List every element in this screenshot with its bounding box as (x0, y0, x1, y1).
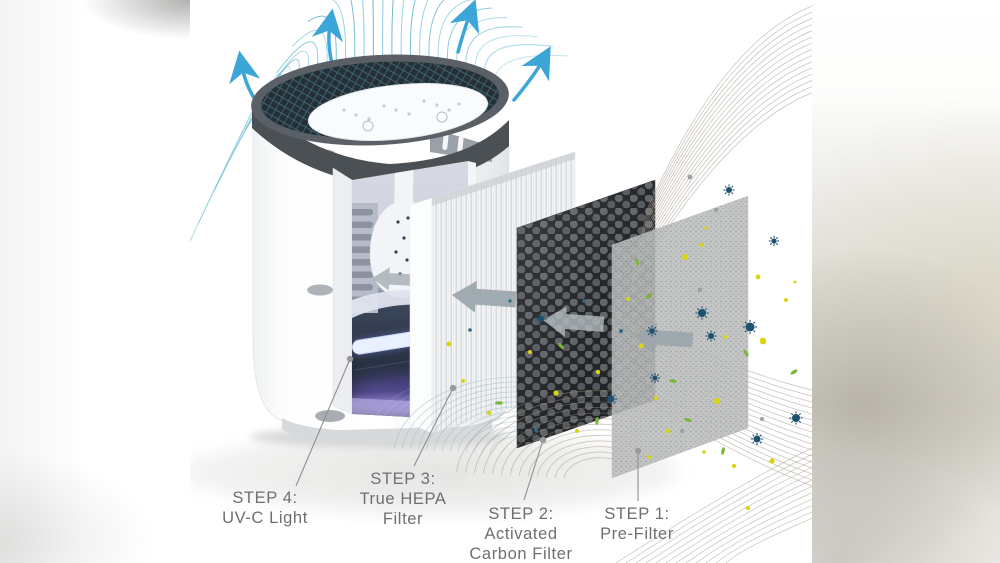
label-line: Carbon Filter (469, 545, 573, 563)
control-panel-buttons (342, 99, 461, 132)
purifier-base (282, 418, 492, 441)
label-line: STEP 1: (604, 505, 670, 523)
label-line: True HEPA (359, 490, 447, 508)
background-gradient-right (812, 0, 1000, 563)
leader-step3 (413, 387, 454, 467)
label-step3-true-hepa-filter: STEP 3: True HEPA Filter (328, 469, 478, 529)
leader-step4 (295, 358, 351, 487)
leader-lines (295, 358, 639, 501)
leader-step2 (523, 439, 544, 501)
label-line: STEP 4: (232, 489, 298, 507)
label-line: STEP 3: (370, 470, 436, 488)
background-gradient-left (0, 0, 190, 563)
side-grip-hole (315, 410, 345, 422)
top-grille (251, 54, 509, 186)
label-step2-activated-carbon-filter: STEP 2: Activated Carbon Filter (446, 504, 596, 563)
label-step1-pre-filter: STEP 1: Pre-Filter (562, 504, 712, 544)
label-line: STEP 2: (488, 505, 554, 523)
airborne-particles (446, 174, 803, 510)
control-panel (307, 83, 489, 141)
label-line: Filter (382, 510, 424, 528)
soft-shadow (190, 434, 680, 510)
vent-slot (457, 136, 464, 154)
label-step4-uv-c-light: STEP 4: UV-C Light (190, 488, 340, 528)
leader-dots (346, 355, 642, 455)
label-line: UV-C Light (222, 509, 308, 527)
side-grip-hole (307, 284, 333, 296)
label-line: Pre-Filter (600, 525, 674, 543)
label-line: Activated (484, 525, 558, 543)
vent-slot (442, 133, 449, 151)
